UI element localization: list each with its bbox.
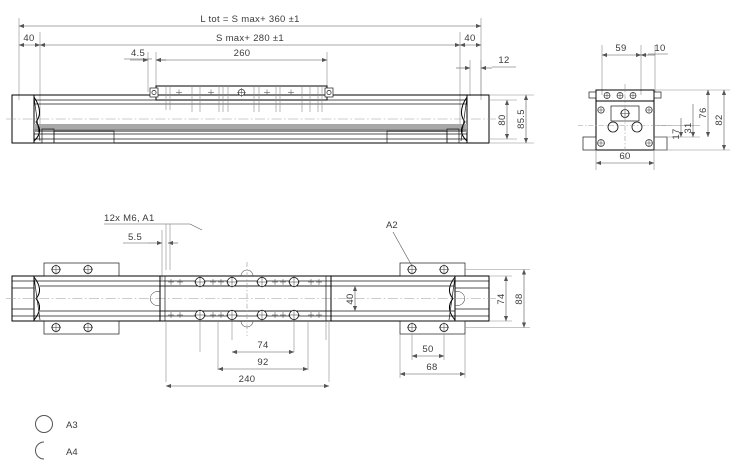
legend-item-a4-label: A4 [66,447,78,458]
dim-side-height-upper-label: 76 [698,107,709,118]
dim-total-height: 85.5 [489,94,534,144]
callout-a2-label: A2 [386,220,398,231]
dim-side-base-width-label: 60 [619,151,630,162]
callout-a2: A2 [386,220,413,267]
dim-right-end: 40 [459,33,482,48]
dim-overall-total-label: L tot = S max+ 360 ±1 [200,14,299,25]
dim-overall-total: L tot = S max+ 360 ±1 [18,14,482,29]
plan-body-profile [6,275,496,322]
dim-rail-width: 40 [345,285,358,312]
side-vertical-dims: 76 82 31 17 [654,89,730,151]
legend-item-a3: A3 [35,415,78,433]
dim-total-height-label: 85.5 [516,109,527,129]
dim-hole-pitch-inner-label: 74 [257,340,268,351]
front-carriage-block [149,85,334,112]
dim-stroke-span-label: S max+ 280 ±1 [216,33,284,44]
dim-body-height: 80 [489,99,517,140]
legend: A3 A4 [35,415,78,460]
half-arc-icon [35,441,45,460]
dim-side-base-width: 60 [595,150,655,170]
dim-side-height-low-label: 17 [671,128,682,139]
dim-hole-span-total-label: 240 [239,374,256,385]
front-body-profile [6,94,496,144]
plan-mount-dims: 50 68 [399,334,466,378]
note-thread-spec-label: 12x M6, A1 [104,213,155,224]
dim-carriage-offset-label: 4.5 [131,48,145,59]
plan-left-mount-plate [43,262,120,335]
note-thread-spec: 12x M6, A1 [104,213,203,231]
dim-end-plate-label: 12 [498,55,509,66]
top-plan-view: 12x M6, A1 5.5 [6,213,530,389]
carriage-holes-lower [168,309,322,321]
dim-mount-span-label: 68 [426,362,437,373]
plan-bottom-dims: 74 92 240 [165,321,330,389]
dim-mount-pitch-label: 50 [422,344,433,355]
dim-carriage-offset: 4.5 [124,48,166,63]
dim-right-end-label: 40 [464,33,475,44]
side-extension-lines [601,45,656,95]
legend-item-a3-label: A3 [66,420,78,431]
side-body-profile [578,84,672,160]
dim-side-offset: 10 [640,43,668,58]
dim-plan-body-width-label: 74 [496,293,507,304]
carriage-plus-marks [176,89,294,96]
dim-thread-depth-label: 5.5 [128,232,142,243]
dim-side-height-mid-label: 31 [683,122,694,133]
dim-plan-widths: 74 88 [465,269,530,328]
carriage-holes-upper [168,276,322,288]
dim-stroke-span: S max+ 280 ±1 [39,33,461,48]
dim-side-inner-width-label: 59 [615,43,626,54]
full-circle-icon [35,415,53,433]
side-section-view: 59 10 [578,43,730,170]
dim-side-height-total-label: 82 [714,114,725,125]
dim-thread-depth: 5.5 [123,224,178,280]
front-elevation-view: L tot = S max+ 360 ±1 S max+ 280 ±1 40 4… [6,14,534,144]
plan-carriage-plate [150,262,465,336]
dim-hole-pitch-outer-label: 92 [257,357,268,368]
dim-plan-flange-width-label: 88 [514,293,525,304]
dim-rail-width-label: 40 [345,293,356,304]
dim-carriage-length: 260 [155,48,328,63]
dim-side-offset-label: 10 [654,43,665,54]
legend-item-a4: A4 [35,441,78,460]
dim-end-plate: 12 [456,55,516,71]
dim-left-end: 40 [18,33,41,48]
dim-carriage-length-label: 260 [234,48,251,59]
dim-body-height-label: 80 [497,114,508,125]
dim-left-end-label: 40 [23,33,34,44]
dim-side-inner-width: 59 [601,43,642,58]
carriage-hatch-ticks [165,86,323,112]
